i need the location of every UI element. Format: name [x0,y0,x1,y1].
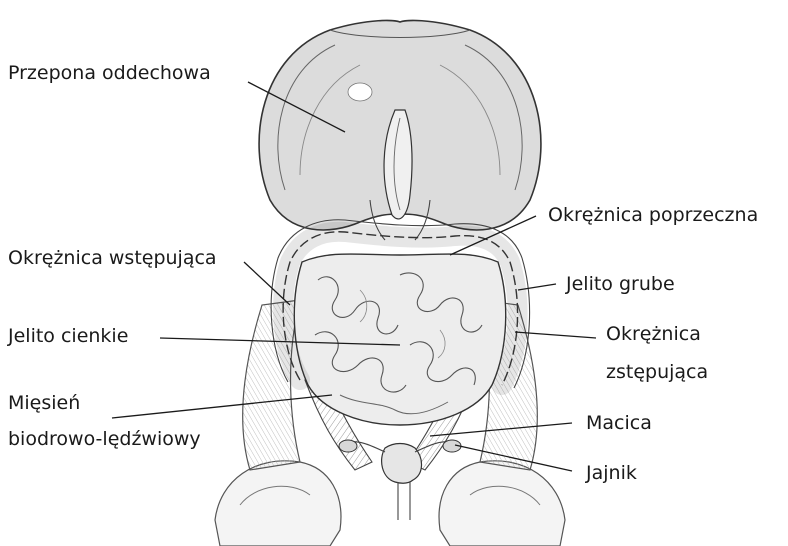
label-jelito-grube: Jelito grube [566,272,675,296]
small-intestine [294,254,505,425]
label-jelito-cienkie: Jelito cienkie [8,324,128,348]
label-macica: Macica [586,411,652,435]
label-miesien-line1: Mięsień [8,391,80,415]
label-okreznica-wstepujaca: Okrężnica wstępująca [8,246,217,270]
label-przepona-oddechowa: Przepona oddechowa [8,61,211,85]
diaphragm [259,20,541,240]
label-okreznica-zstepujaca-line2: zstępująca [606,360,708,384]
label-okreznica-poprzeczna: Okrężnica poprzeczna [548,203,758,227]
label-okreznica-zstepujaca-line1: Okrężnica [606,322,701,346]
label-miesien-line2: biodrowo-lędźwiowy [8,427,201,451]
label-jajnik: Jajnik [586,461,637,485]
leader-miesien [112,395,332,418]
